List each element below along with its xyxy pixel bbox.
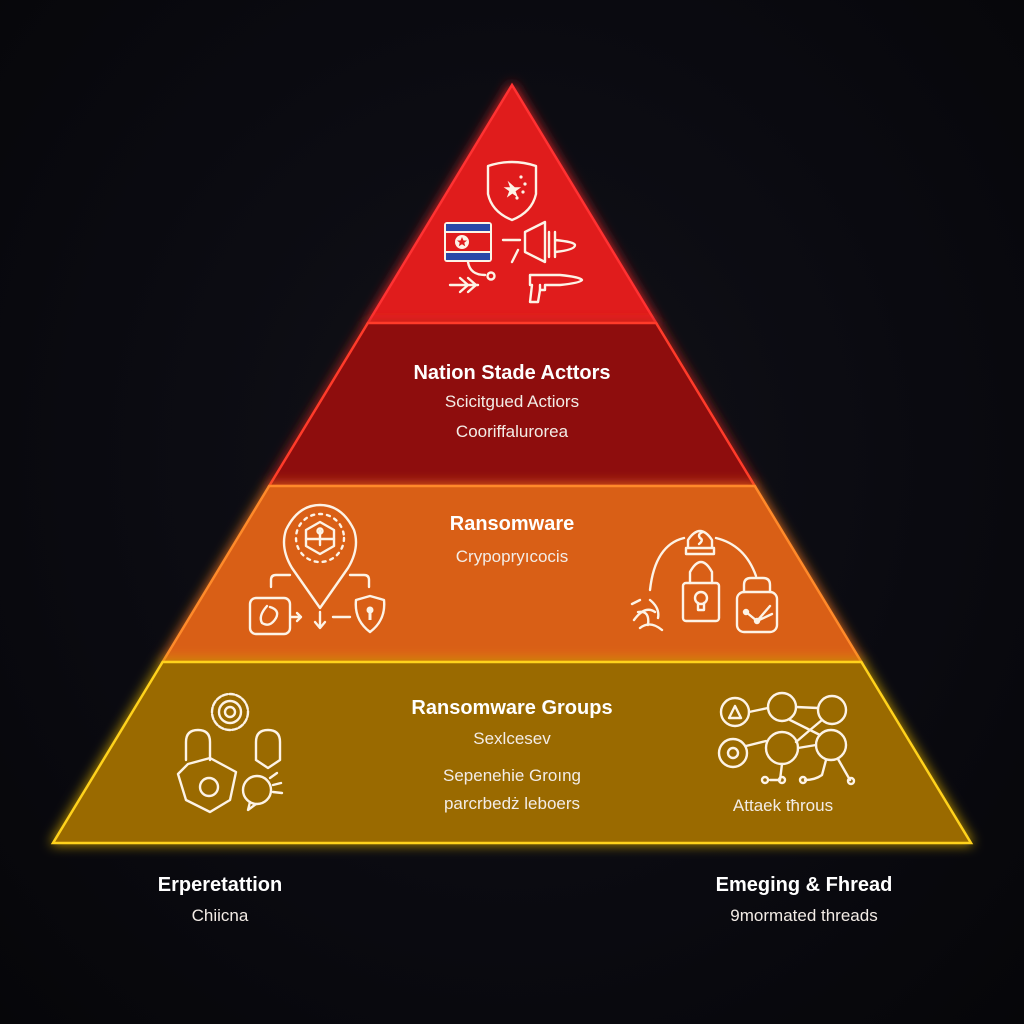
ransomware-groups-line-1: Sexlcesev (473, 729, 551, 748)
gun-icon (528, 273, 584, 304)
china-shield-icon (486, 160, 538, 222)
north-korea-flag-icon (444, 222, 492, 262)
footer-right-title: Emeging & Fhread (715, 874, 893, 896)
footer-left-title: Erperetattion (157, 874, 283, 896)
connector-line (466, 260, 487, 277)
nation-state-line-1: Scicitgued Actiors (444, 392, 580, 411)
attack-network-icon (717, 691, 856, 786)
nation-state-line-2: Cooriffalurorea (455, 422, 569, 441)
footer-left-subtitle: Chiicna (191, 906, 249, 925)
connector-node (486, 271, 496, 281)
ransomware-groups-line-2: Sepenehie Groıng (443, 766, 581, 785)
ransom-lock-cycle-icon (630, 529, 779, 634)
arrow-icon (448, 276, 480, 294)
location-pin-network-icon (248, 503, 386, 636)
ransomware-line-1: Crypopryıcocis (455, 547, 569, 566)
nation-state-title: Nation Stade Acttors (413, 362, 611, 384)
megaphone-plug-icon (501, 220, 577, 264)
ransomware-title: Ransomware (449, 513, 575, 535)
gear-locks-icon (176, 692, 284, 814)
ransomware-groups-line-3: parcrbedż leboers (443, 794, 581, 813)
footer-right-subtitle: 9mormated threads (730, 906, 878, 925)
tier-apex (365, 82, 659, 325)
tier-ransomware-groups (50, 660, 974, 845)
ransomware-groups-title: Ransomware Groups (411, 697, 613, 719)
attack-network-caption: Attaek tħrous (732, 796, 834, 815)
